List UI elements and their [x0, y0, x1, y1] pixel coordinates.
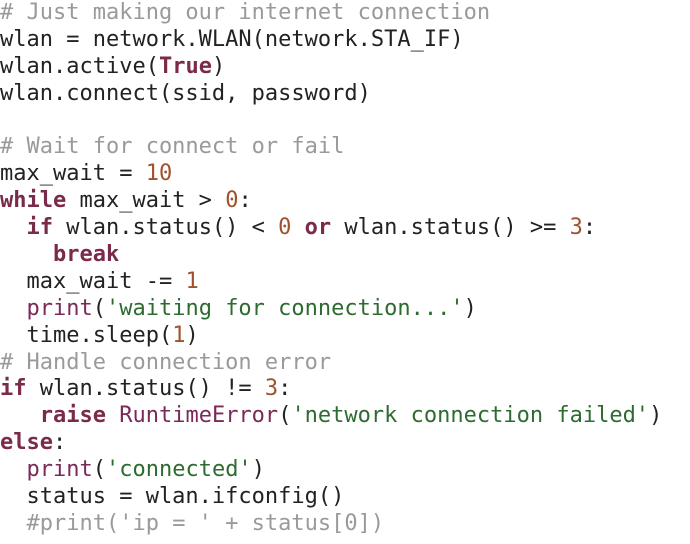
code-token	[0, 457, 27, 482]
code-line: # Handle connection error	[0, 350, 662, 377]
code-line: status = wlan.ifconfig()	[0, 484, 662, 511]
keyword-token: if	[26, 215, 54, 241]
code-token: (	[278, 403, 292, 429]
code-token: )	[251, 457, 265, 483]
comment-token: # Wait for connect or fail	[0, 134, 345, 160]
code-token	[106, 403, 119, 428]
code-token: wlan.connect(ssid, password)	[0, 80, 371, 106]
code-token: wlan.status() >=	[331, 215, 570, 241]
code-token: max_wait -=	[0, 268, 186, 294]
code-token: :	[52, 430, 67, 456]
builtin-token: print	[26, 457, 93, 483]
code-line: if wlan.status() < 0 or wlan.status() >=…	[0, 215, 662, 242]
code-token	[0, 296, 27, 321]
code-token: (	[92, 295, 106, 321]
comment-token: # Handle connection error	[0, 349, 332, 375]
code-token: :	[238, 188, 252, 214]
number-token: 3	[264, 376, 279, 402]
code-line: # Wait for connect or fail	[0, 134, 662, 161]
keyword-token: if	[0, 376, 27, 402]
code-token: wlan.status() !=	[26, 376, 265, 402]
code-line: print('waiting for connection...')	[0, 296, 662, 323]
code-token: max_wait >	[66, 188, 226, 214]
code-line: raise RuntimeError('network connection f…	[0, 403, 663, 430]
keyword-token: True	[158, 53, 212, 79]
code-token: )	[649, 403, 663, 429]
code-token: )	[211, 53, 226, 79]
number-token: 1	[185, 268, 199, 294]
string-token: 'connected'	[105, 457, 252, 483]
code-line: while max_wait > 0:	[0, 188, 662, 215]
number-token: 1	[172, 322, 186, 348]
code-line	[0, 108, 662, 135]
code-line: break	[0, 242, 662, 269]
code-line: #print('ip = ' + status[0])	[0, 511, 662, 538]
code-token	[291, 215, 304, 240]
code-token	[0, 242, 53, 267]
code-token: )	[463, 295, 477, 321]
code-token: (	[92, 457, 106, 483]
code-token: wlan = network.WLAN(network.STA_IF)	[0, 26, 464, 52]
code-token: status = wlan.ifconfig()	[0, 484, 345, 510]
builtin-token: RuntimeError	[119, 403, 279, 429]
code-line: wlan.connect(ssid, password)	[0, 81, 662, 108]
string-token: 'network connection failed'	[291, 403, 650, 429]
number-token: 3	[569, 215, 583, 241]
code-line: # Just making our internet connection	[0, 0, 662, 27]
code-line: wlan.active(True)	[0, 54, 662, 81]
code-token: )	[185, 322, 199, 348]
code-token	[0, 215, 27, 240]
code-line: max_wait -= 1	[0, 269, 662, 296]
code-token: :	[582, 215, 597, 241]
code-token: wlan.status() <	[53, 215, 279, 241]
code-token: :	[278, 376, 292, 402]
code-token: wlan.active(	[0, 53, 159, 79]
string-token: 'waiting for connection...'	[105, 295, 464, 321]
number-token: 10	[145, 161, 173, 187]
code-line: if wlan.status() != 3:	[0, 376, 662, 403]
code-token: time.sleep(	[0, 322, 173, 348]
comment-token: #print('ip = ' + status[0])	[26, 510, 385, 536]
code-token	[0, 511, 27, 536]
keyword-token: or	[304, 215, 332, 241]
code-line: time.sleep(1)	[0, 323, 662, 350]
code-line: max_wait = 10	[0, 161, 662, 188]
keyword-token: while	[0, 188, 67, 214]
comment-token: # Just making our internet connection	[0, 0, 491, 25]
keyword-token: else	[0, 430, 53, 456]
code-line: wlan = network.WLAN(network.STA_IF)	[0, 27, 662, 54]
code-token	[0, 403, 40, 428]
code-line: else:	[0, 430, 662, 457]
keyword-token: break	[52, 242, 120, 268]
code-line: print('connected')	[0, 457, 662, 484]
keyword-token: raise	[39, 403, 106, 429]
code-token: max_wait =	[0, 161, 146, 187]
builtin-token: print	[26, 295, 93, 321]
number-token: 0	[278, 215, 292, 241]
number-token: 0	[225, 188, 239, 214]
